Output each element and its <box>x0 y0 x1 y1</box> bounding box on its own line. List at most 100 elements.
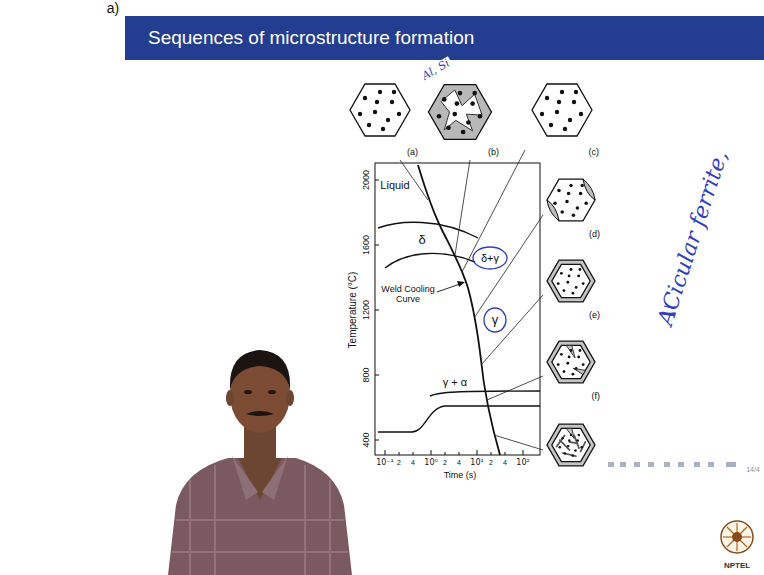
grain-panel <box>552 264 590 297</box>
cct-chart <box>505 452 506 455</box>
grain-panel <box>557 435 565 446</box>
grain-panel <box>547 341 595 383</box>
header-bar <box>125 16 764 60</box>
grain-panel <box>547 179 595 221</box>
cct-chart <box>375 163 540 455</box>
presenter-figure <box>189 480 191 575</box>
cct-chart <box>455 160 470 255</box>
panel-label: (c) <box>589 148 600 158</box>
grain-panel <box>552 428 590 461</box>
grain-panel <box>547 341 595 383</box>
hand-circle <box>484 308 506 332</box>
cct-chart <box>481 295 543 365</box>
cct-chart <box>523 450 524 455</box>
cct-chart <box>375 150 543 455</box>
tick-label: 10⁰ <box>424 459 437 468</box>
cct-chart <box>487 376 543 400</box>
phase-label: δ <box>418 233 425 247</box>
nav-icons <box>664 462 670 467</box>
nptel-logo <box>721 521 753 553</box>
nav-icons <box>608 462 736 467</box>
cct-chart <box>400 150 543 450</box>
grain-panel <box>350 84 410 136</box>
nav-icons <box>634 462 640 467</box>
grain-panel <box>559 434 583 457</box>
panel-label: (f) <box>592 392 601 402</box>
grain-panel <box>552 345 590 378</box>
presenter-figure <box>226 390 234 406</box>
arrowhead <box>457 281 465 287</box>
minor-tick-label: 4 <box>457 459 461 467</box>
presenter-figure <box>268 390 276 394</box>
panel-label: (d) <box>589 230 600 240</box>
handwritten-note: ACicular ferrite, <box>653 148 732 329</box>
grain-panel-box: (e) <box>543 244 603 323</box>
presenter-figure <box>176 519 344 521</box>
grain-panel <box>574 435 579 448</box>
cct-chart <box>477 450 478 455</box>
axis-title: Time (s) <box>444 471 477 481</box>
handwritten-note: Al, Si <box>418 56 453 83</box>
grain-panel-box: (a) <box>347 66 421 160</box>
tick-label: 10¹ <box>470 459 483 468</box>
tick-label: 10⁻¹ <box>376 459 394 468</box>
grain-panel <box>547 424 595 466</box>
grain-panel <box>557 349 585 375</box>
tick-label: 1200 <box>362 300 372 320</box>
cct-chart <box>378 222 478 238</box>
tick-label: 10² <box>516 459 529 468</box>
presenter-figure <box>286 390 294 406</box>
presenter-figure <box>168 458 352 575</box>
nav-icons <box>620 462 626 467</box>
presenter-figure <box>329 480 331 575</box>
tick-label: 2000 <box>362 170 372 190</box>
grain-panel <box>441 90 482 131</box>
grain-panel <box>547 179 595 221</box>
grain-panel <box>350 84 410 136</box>
grain-panel <box>566 428 574 438</box>
presenter-figure <box>244 390 252 394</box>
nptel-logo <box>727 527 747 547</box>
panel-label: (a) <box>407 148 418 158</box>
presenter-figure <box>246 411 274 416</box>
grain-panel <box>583 179 595 200</box>
grain-panel <box>429 85 492 140</box>
presenter-figure <box>172 551 348 553</box>
phase-label: γ <box>492 313 499 327</box>
nptel-logo <box>727 527 747 547</box>
grain-panel <box>557 435 586 456</box>
grain-panel <box>437 91 483 134</box>
nav-icons <box>678 462 684 467</box>
panel-label: (e) <box>589 311 600 321</box>
phase-label: γ + α <box>443 376 467 388</box>
cct-chart <box>459 452 460 455</box>
minor-tick-label: 2 <box>443 459 447 467</box>
nav-icons <box>608 462 614 467</box>
grain-panel-box: (b) <box>422 66 502 160</box>
grain-panel <box>557 268 585 294</box>
cct-chart <box>375 180 523 455</box>
axis-title: Temperature (°C) <box>347 272 358 349</box>
minor-tick-label: 2 <box>489 459 493 467</box>
cct-chart <box>491 452 492 455</box>
nav-icons <box>726 462 736 467</box>
cut-off-text: a) <box>107 1 119 16</box>
grain-panel-box: (f) <box>543 325 603 404</box>
minor-tick-label: 4 <box>411 459 415 467</box>
grain-panel <box>429 85 492 140</box>
hand-circle <box>473 247 507 269</box>
minor-tick-label: 2 <box>397 459 401 467</box>
cct-chart <box>385 253 475 268</box>
logo-text: NPTEL <box>724 562 750 571</box>
grain-panel <box>547 260 595 302</box>
grain-panel-box: (c) <box>524 66 602 160</box>
cct-chart <box>375 375 379 376</box>
tick-label: 1600 <box>362 235 372 255</box>
nptel-logo <box>723 523 751 551</box>
curve-label: Weld Cooling Curve <box>381 285 435 305</box>
cct-chart <box>378 406 540 432</box>
grain-panel <box>569 442 577 444</box>
cct-chart <box>385 450 386 455</box>
nav-icons <box>648 462 654 467</box>
